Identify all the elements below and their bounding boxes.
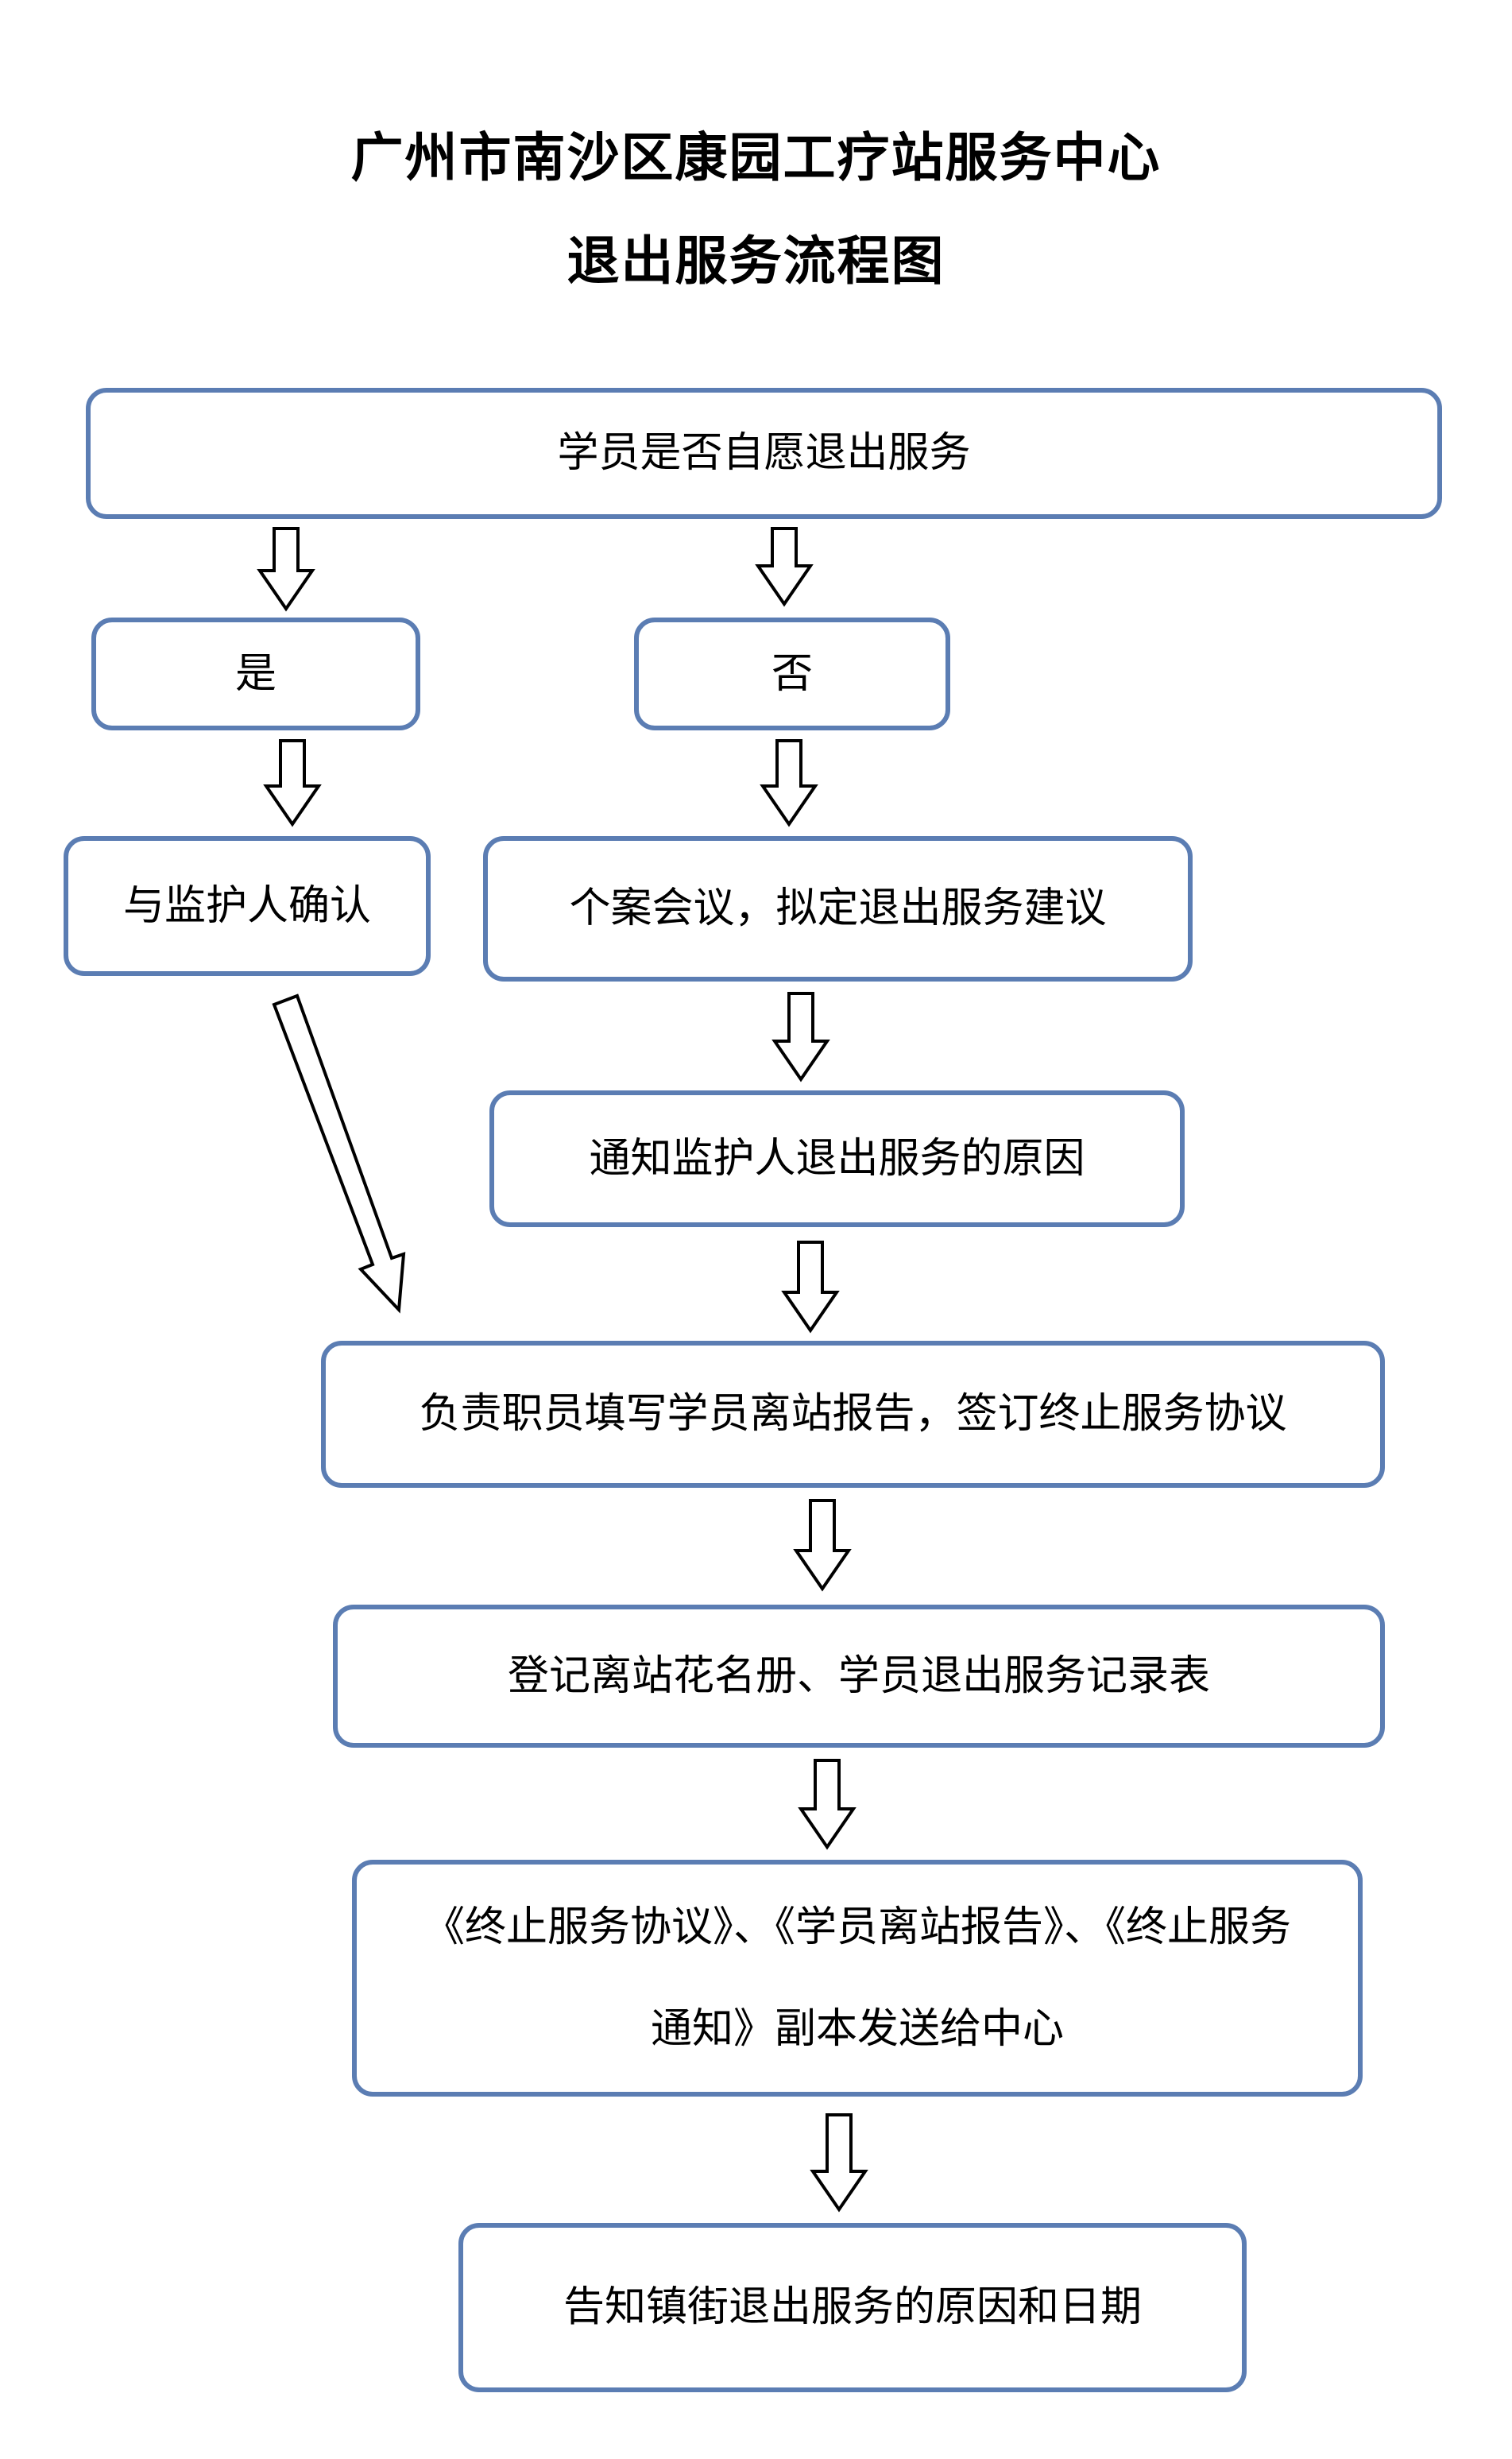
inform-town-box: 告知镇街退出服务的原因和日期	[458, 2223, 1247, 2392]
no-box: 否	[634, 618, 950, 730]
arrow-down-icon	[810, 2113, 868, 2213]
yes-text: 是	[234, 649, 276, 698]
send-copies-box: 《终止服务协议》、《学员离站报告》、《终止服务通知》副本发送给中心	[352, 1860, 1363, 2097]
notify-guardian-box: 通知监护人退出服务的原因	[489, 1090, 1185, 1227]
yes-box: 是	[91, 618, 420, 730]
confirm-guardian-text: 与监护人确认	[122, 881, 371, 930]
inform-town-text: 告知镇街退出服务的原因和日期	[563, 2283, 1142, 2331]
case-meeting-box: 个案会议，拟定退出服务建议	[483, 836, 1193, 982]
diagram-title-line1: 广州市南沙区康园工疗站服务中心	[350, 127, 1162, 188]
arrow-down-icon	[755, 527, 814, 607]
no-text: 否	[771, 649, 813, 698]
diagram-title-line2: 退出服务流程图	[567, 230, 945, 292]
confirm-guardian-box: 与监护人确认	[64, 836, 431, 976]
arrow-down-icon	[798, 1759, 857, 1850]
arrow-down-icon	[760, 739, 818, 827]
arrow-down-icon	[781, 1241, 840, 1334]
report-agreement-text: 负责职员填写学员离站报告，签订终止服务协议	[419, 1390, 1287, 1438]
notify-guardian-text: 通知监护人退出服务的原因	[589, 1134, 1085, 1183]
arrow-down-icon	[771, 992, 830, 1082]
arrow-down-icon	[257, 527, 315, 612]
arrow-down-icon	[263, 739, 322, 827]
arrow-down-icon	[793, 1499, 852, 1592]
case-meeting-text: 个案会议，拟定退出服务建议	[569, 885, 1107, 932]
register-records-box: 登记离站花名册、学员退出服务记录表	[333, 1605, 1385, 1748]
send-copies-text: 《终止服务协议》、《学员离站报告》、《终止服务通知》副本发送给中心	[423, 1903, 1291, 2053]
question-text: 学员是否自愿退出服务	[557, 429, 971, 477]
arrow-diagonal-icon	[272, 993, 406, 1314]
report-agreement-box: 负责职员填写学员离站报告，签订终止服务协议	[321, 1341, 1385, 1488]
register-records-text: 登记离站花名册、学员退出服务记录表	[507, 1652, 1210, 1700]
question-box: 学员是否自愿退出服务	[86, 388, 1442, 519]
